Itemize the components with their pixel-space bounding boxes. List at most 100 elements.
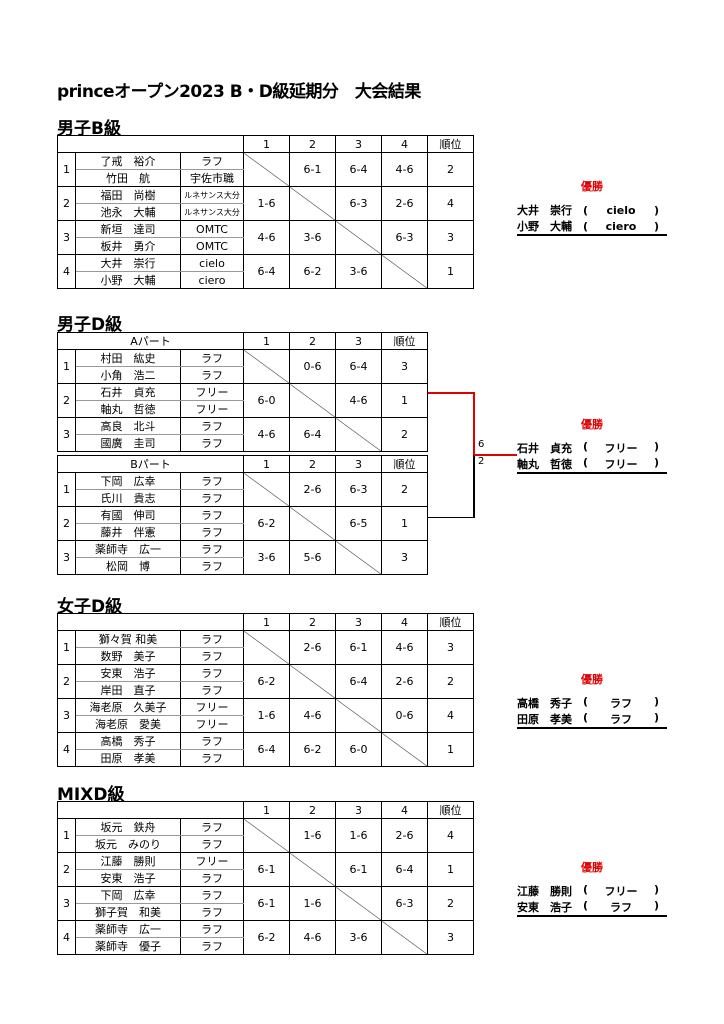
part-label: Aパート [57,332,244,350]
paren-close: ) [653,219,659,233]
winner-name: 小野 大輔 [517,220,572,233]
mens-b-winner: 優勝大井 崇行(cielo)小野 大輔(ciero) [517,178,667,236]
player-club: ラフ [180,818,244,836]
diagonal-cell [335,540,382,575]
paren-open: ( [583,219,589,233]
player-name: 板井 勇介 [75,237,181,255]
winner-club-name: ラフ [610,901,632,914]
table-row: 池永 大輔ルネサンス大分 [58,203,474,221]
player-club: ラフ [180,869,244,887]
player-name: 安東 浩子 [75,869,181,887]
player-club: フリー [180,852,244,870]
score-cell: 1-6 [289,886,336,921]
score-cell: 1-6 [243,186,290,221]
player-name: 薬師寺 優子 [75,937,181,955]
score-cell: 6-2 [289,732,336,767]
winner-name: 安東 浩子 [517,901,572,914]
mens-d-winner: 優勝石井 貞充(フリー)軸丸 哲徳(フリー) [517,416,667,474]
player-club: ルネサンス大分 [180,186,244,204]
player-club: OMTC [180,237,244,255]
winner-name: 高橋 秀子 [517,697,572,710]
score-cell: 4-6 [381,630,428,665]
winner-club-name: フリー [604,885,638,898]
team-number: 4 [57,254,76,289]
player-name: 海老原 愛美 [75,715,181,733]
paren-open: ( [583,695,589,708]
table-row: 藤井 伴憲ラフ [58,523,428,541]
player-name: 坂元 みのり [75,835,181,853]
player-club: ラフ [180,903,244,921]
diagonal-cell [335,698,382,733]
player-club: ルネサンス大分 [180,203,244,221]
score-cell: 6-4 [381,852,428,887]
player-name: 池永 大輔 [75,203,181,221]
column-header: 2 [289,332,336,350]
player-name: 下岡 広幸 [75,472,181,490]
score-cell: 6-2 [243,664,290,699]
rank-cell: 1 [427,732,474,767]
score-cell: 6-4 [335,152,382,187]
score-cell: 4-6 [381,152,428,187]
player-name: 松岡 博 [75,557,181,575]
rank-cell: 2 [427,152,474,187]
team-number: 1 [57,152,76,187]
rank-cell: 3 [381,540,428,575]
score-cell: 4-6 [289,920,336,955]
winner-club-name: ciero [605,219,637,233]
table-row: 海老原 愛美フリー [58,715,474,733]
winner-club-name: フリー [604,458,638,471]
winner-club: (ラフ) [583,711,667,727]
diagonal-cell [335,220,382,255]
player-name: 藤井 伴憲 [75,523,181,541]
team-number: 4 [57,732,76,767]
paren-close: ) [653,440,659,453]
paren-close: ) [653,711,659,724]
part-label [57,135,244,153]
score-cell: 6-4 [335,664,382,699]
diagonal-cell [243,818,290,853]
score-cell: 4-6 [289,698,336,733]
winner-row: 田原 孝美 (ラフ) [517,711,667,729]
winner-label: 優勝 [581,418,603,431]
paren-close: ) [653,456,659,469]
player-name: 高橋 秀子 [75,732,181,750]
score-cell: 6-1 [335,630,382,665]
team-number: 3 [57,698,76,733]
team-number: 3 [57,540,76,575]
player-club: フリー [180,383,244,401]
score-cell: 2-6 [381,664,428,699]
player-club: ラフ [180,540,244,558]
score-cell: 6-3 [381,220,428,255]
column-header: 3 [335,455,382,473]
player-club: ラフ [180,366,244,384]
winner-club: ( ciero) [583,220,667,233]
diagonal-cell [381,920,428,955]
paren-open: ( [583,440,589,453]
rank-cell: 1 [427,852,474,887]
winner-name: 田原 孝美 [517,713,572,726]
rank-cell: 1 [427,254,474,289]
table-row: 田原 孝美ラフ [58,749,474,767]
player-club: ラフ [180,937,244,955]
winner-club: (ラフ) [583,899,667,915]
column-header: 3 [335,801,382,819]
score-cell: 6-4 [289,417,336,452]
player-name: 村田 紘史 [75,349,181,367]
player-name: 下岡 広幸 [75,886,181,904]
player-name: 安東 浩子 [75,664,181,682]
team-number: 2 [57,506,76,541]
column-header: 2 [289,613,336,631]
column-header: 3 [335,332,382,350]
column-header: 2 [289,801,336,819]
player-name: 新垣 達司 [75,220,181,238]
team-number: 2 [57,186,76,221]
